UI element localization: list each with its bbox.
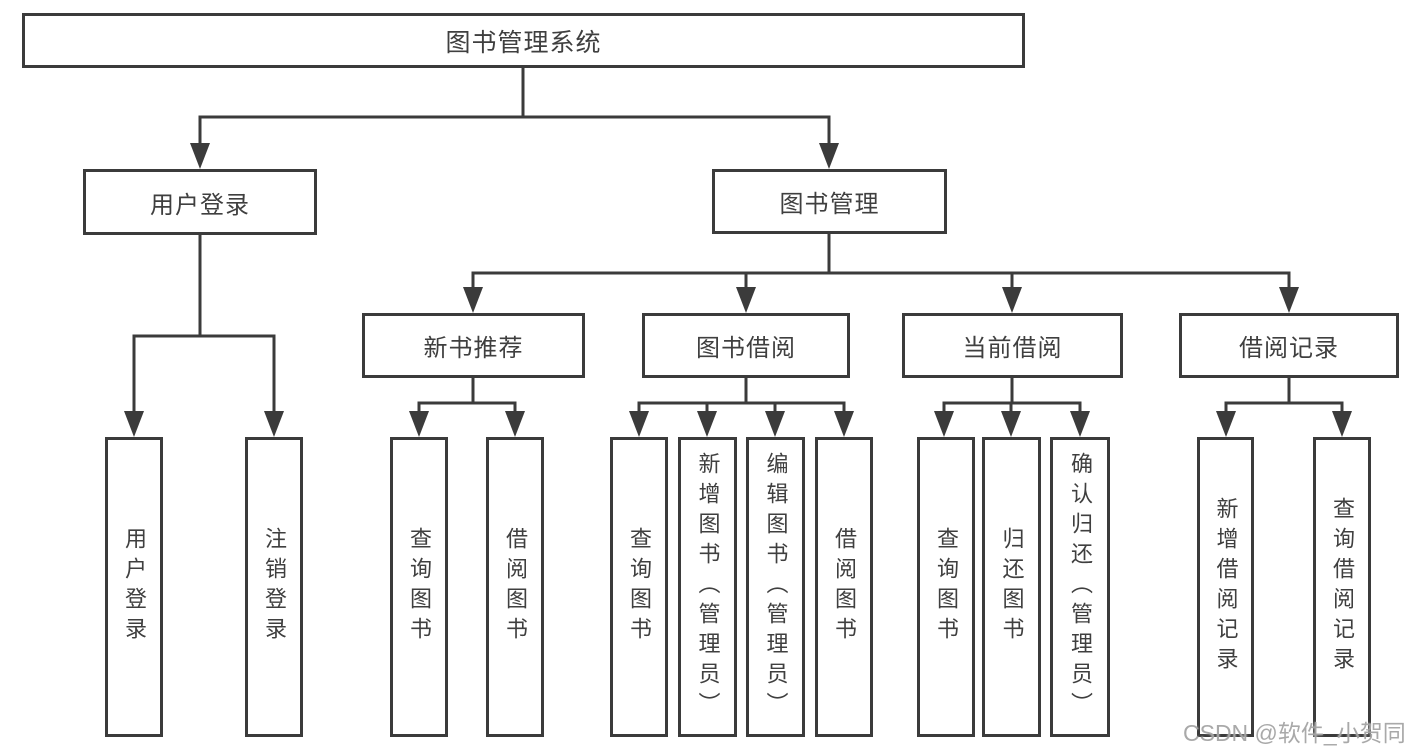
leaf-recommend-query-books: 查询图书	[390, 437, 448, 737]
node-book-borrowing: 图书借阅	[642, 313, 850, 378]
leaf-borrow-books-label: 借阅图书	[832, 527, 857, 647]
leaf-confirm-return-admin-label: 确认归还（管理员）	[1068, 452, 1093, 722]
leaf-return-books: 归还图书	[982, 437, 1041, 737]
leaf-current-query-books-label: 查询图书	[934, 527, 959, 647]
node-new-book-recommendation-label: 新书推荐	[423, 335, 524, 362]
leaf-add-books-admin-label: 新增图书（管理员）	[695, 452, 721, 722]
node-borrowing-records-label: 借阅记录	[1239, 335, 1339, 362]
connector-lines	[132, 68, 1344, 414]
node-current-borrowing-label: 当前借阅	[962, 335, 1063, 362]
node-root-label: 图书管理系统	[445, 28, 602, 57]
leaf-recommend-borrow-books: 借阅图书	[486, 437, 544, 737]
node-library-management-system: 图书管理系统	[22, 13, 1025, 68]
node-book-management: 图书管理	[712, 169, 947, 234]
leaf-edit-books-admin-label: 编辑图书（管理员）	[763, 452, 789, 722]
leaf-add-borrow-record: 新增借阅记录	[1197, 437, 1254, 737]
arrowheads	[124, 143, 1352, 437]
leaf-query-borrow-record-label: 查询借阅记录	[1330, 497, 1355, 677]
leaf-borrow-query-books: 查询图书	[610, 437, 668, 737]
leaf-logout-label: 注销登录	[262, 527, 287, 647]
leaf-borrow-books: 借阅图书	[815, 437, 873, 737]
leaf-return-books-label: 归还图书	[999, 527, 1025, 647]
leaf-recommend-borrow-books-label: 借阅图书	[503, 527, 528, 647]
leaf-recommend-query-books-label: 查询图书	[407, 527, 432, 647]
leaf-query-borrow-record: 查询借阅记录	[1313, 437, 1371, 737]
node-user-login-label: 用户登录	[150, 191, 250, 219]
leaf-logout: 注销登录	[245, 437, 303, 737]
leaf-user-login: 用户登录	[105, 437, 163, 737]
leaf-current-query-books: 查询图书	[917, 437, 975, 737]
leaf-add-books-admin: 新增图书（管理员）	[678, 437, 737, 737]
watermark: CSDN @软件_小贺同学	[1183, 720, 1405, 746]
node-new-book-recommendation: 新书推荐	[362, 313, 585, 378]
node-user-login: 用户登录	[83, 169, 317, 235]
node-borrowing-records: 借阅记录	[1179, 313, 1399, 378]
node-book-borrowing-label: 图书借阅	[696, 335, 796, 362]
node-current-borrowing: 当前借阅	[902, 313, 1123, 378]
leaf-confirm-return-admin: 确认归还（管理员）	[1050, 437, 1110, 737]
node-book-management-label: 图书管理	[779, 191, 880, 218]
leaf-add-borrow-record-label: 新增借阅记录	[1213, 497, 1239, 677]
leaf-user-login-label: 用户登录	[122, 527, 147, 647]
leaf-borrow-query-books-label: 查询图书	[627, 527, 652, 647]
leaf-edit-books-admin: 编辑图书（管理员）	[746, 437, 805, 737]
